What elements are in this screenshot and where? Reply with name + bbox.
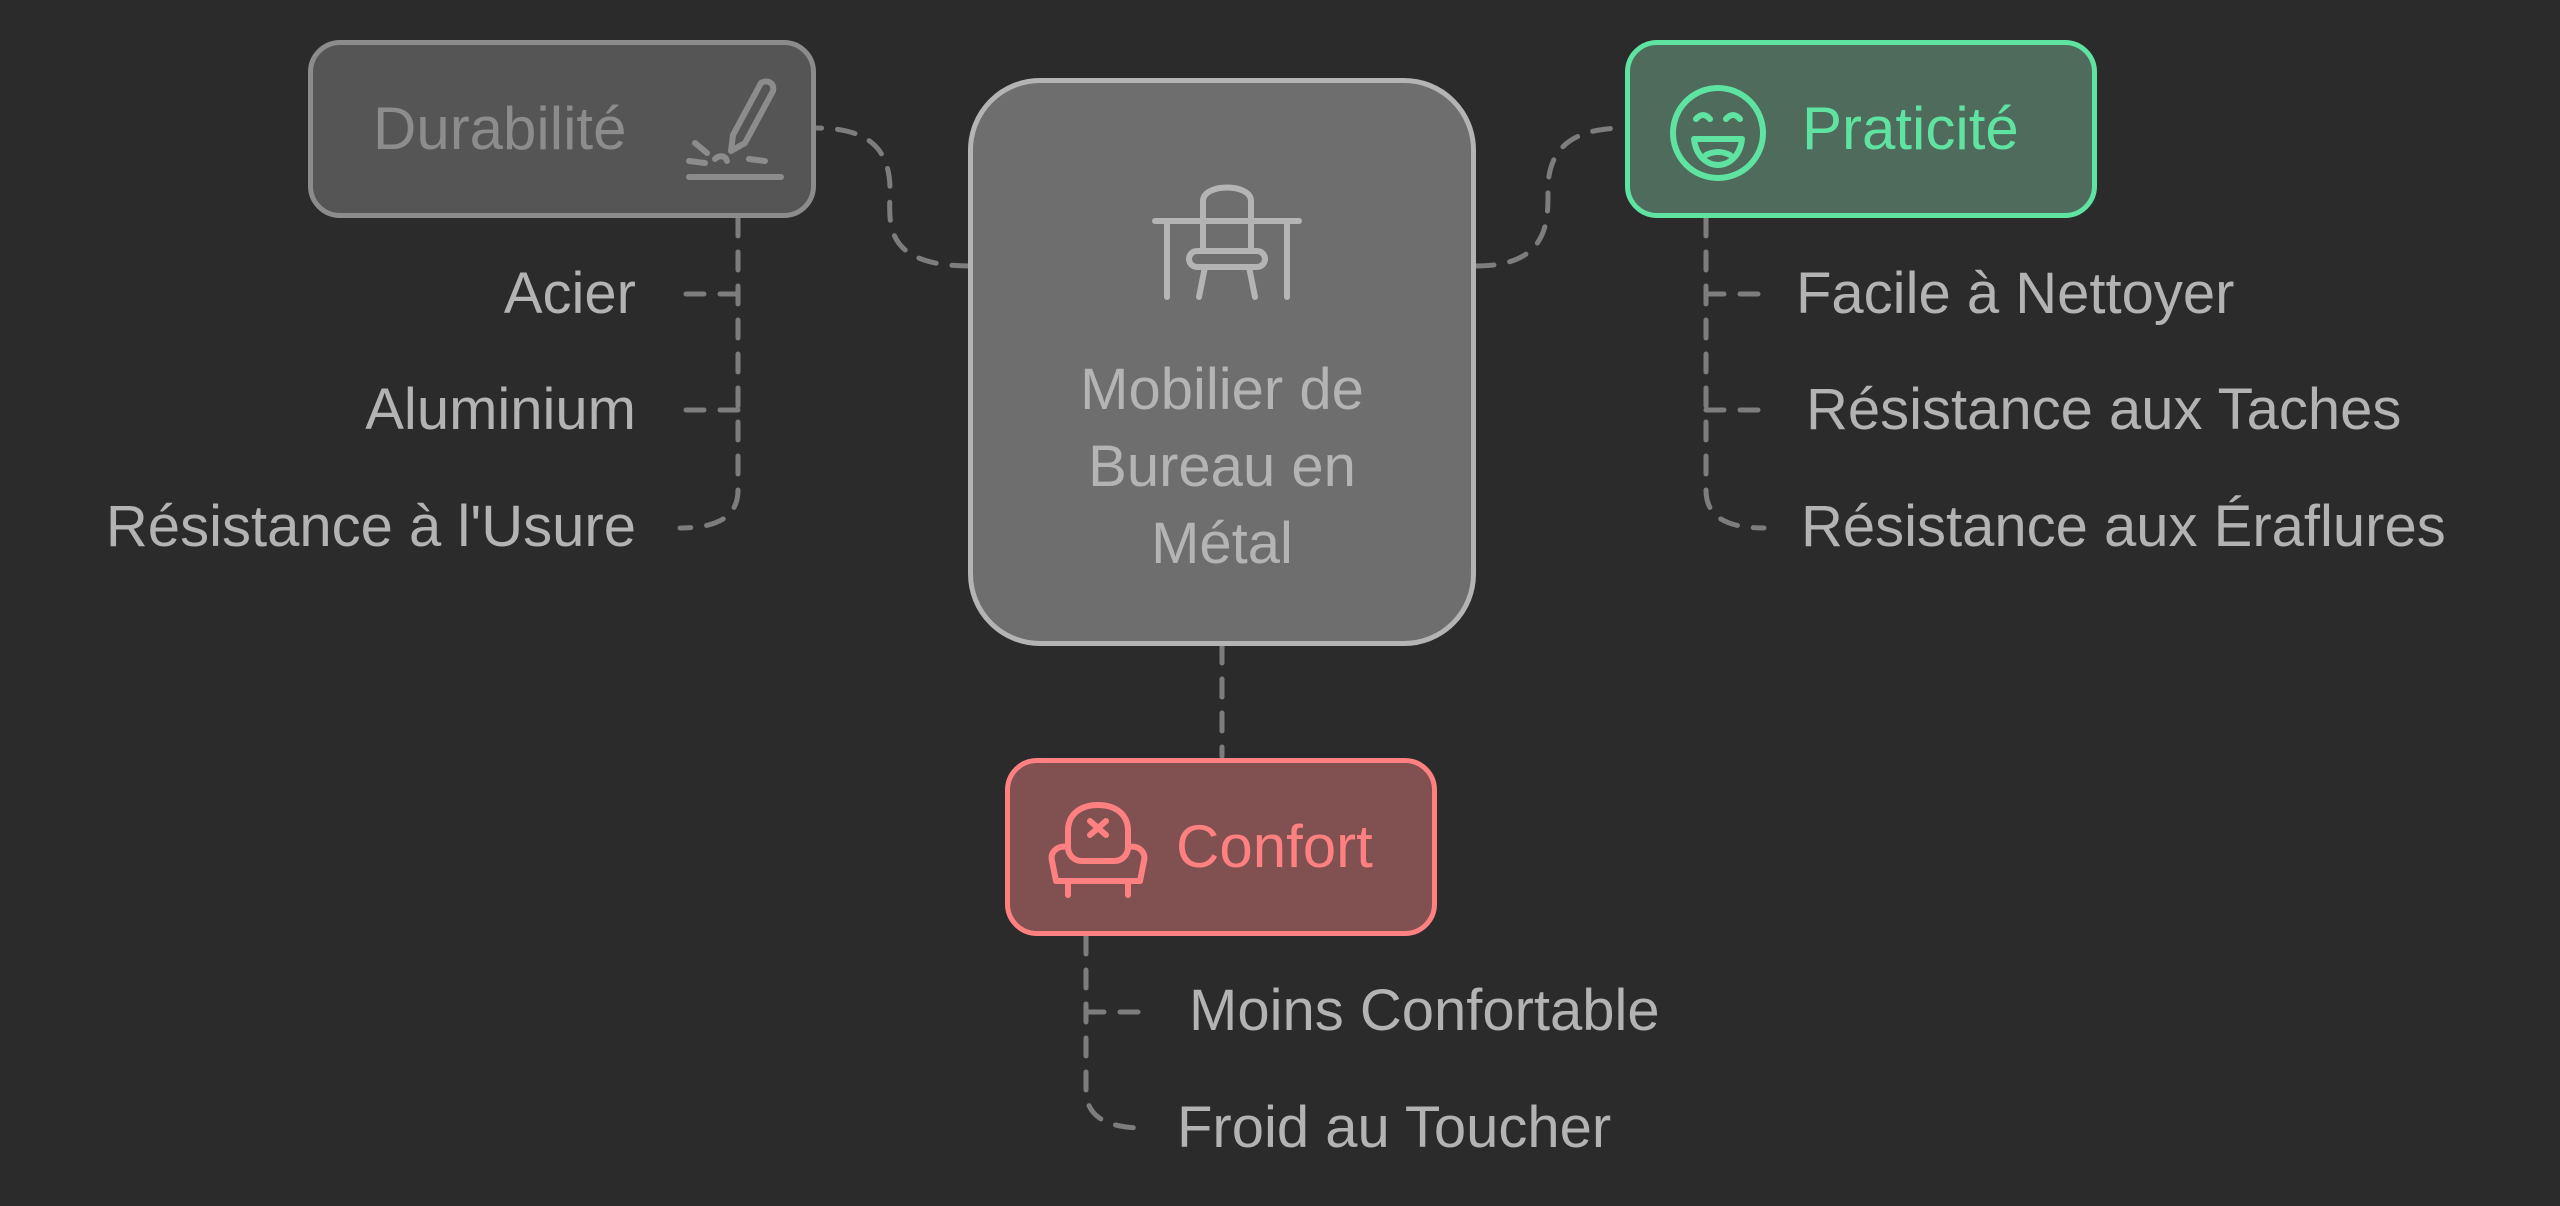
connector-durabilite-trunk	[677, 215, 741, 531]
leaf-resistance-usure: Résistance à l'Usure	[105, 494, 636, 559]
pen-scribble-icon	[685, 77, 789, 183]
branch-label-durabilite: Durabilité	[373, 95, 627, 162]
desk-chair-icon	[1147, 175, 1307, 305]
leaf-acier: Acier	[503, 261, 636, 326]
branch-node-praticite[interactable]: Praticité	[1625, 40, 2097, 218]
branch-label-praticite: Praticité	[1802, 95, 2019, 162]
leaf-froid-toucher: Froid au Toucher	[1177, 1095, 1612, 1160]
branch-label-confort: Confort	[1176, 813, 1373, 880]
connector-center-praticite	[1473, 125, 1628, 269]
leaf-aluminium: Aluminium	[365, 377, 636, 442]
central-topic-line: Bureau en	[1088, 434, 1356, 499]
central-topic-title: Mobilier de Bureau en Métal	[973, 351, 1471, 582]
branch-node-durabilite[interactable]: Durabilité	[308, 40, 816, 218]
leaf-resistance-taches: Résistance aux Taches	[1806, 377, 2402, 442]
leaf-moins-confortable: Moins Confortable	[1189, 978, 1660, 1043]
connector-praticite-trunk	[1703, 215, 1767, 531]
leaf-resistance-eraflures: Résistance aux Éraflures	[1801, 494, 2446, 559]
central-topic-node[interactable]: Mobilier de Bureau en Métal	[968, 78, 1476, 646]
connector-center-durabilite	[813, 125, 973, 269]
central-topic-line: Mobilier de	[1080, 357, 1364, 422]
connector-confort-trunk	[1083, 933, 1147, 1131]
central-topic-line: Métal	[1151, 511, 1293, 576]
laughing-face-icon	[1668, 83, 1768, 183]
leaf-facile-nettoyer: Facile à Nettoyer	[1796, 261, 2235, 326]
armchair-icon	[1046, 801, 1150, 901]
branch-node-confort[interactable]: Confort	[1005, 758, 1437, 936]
